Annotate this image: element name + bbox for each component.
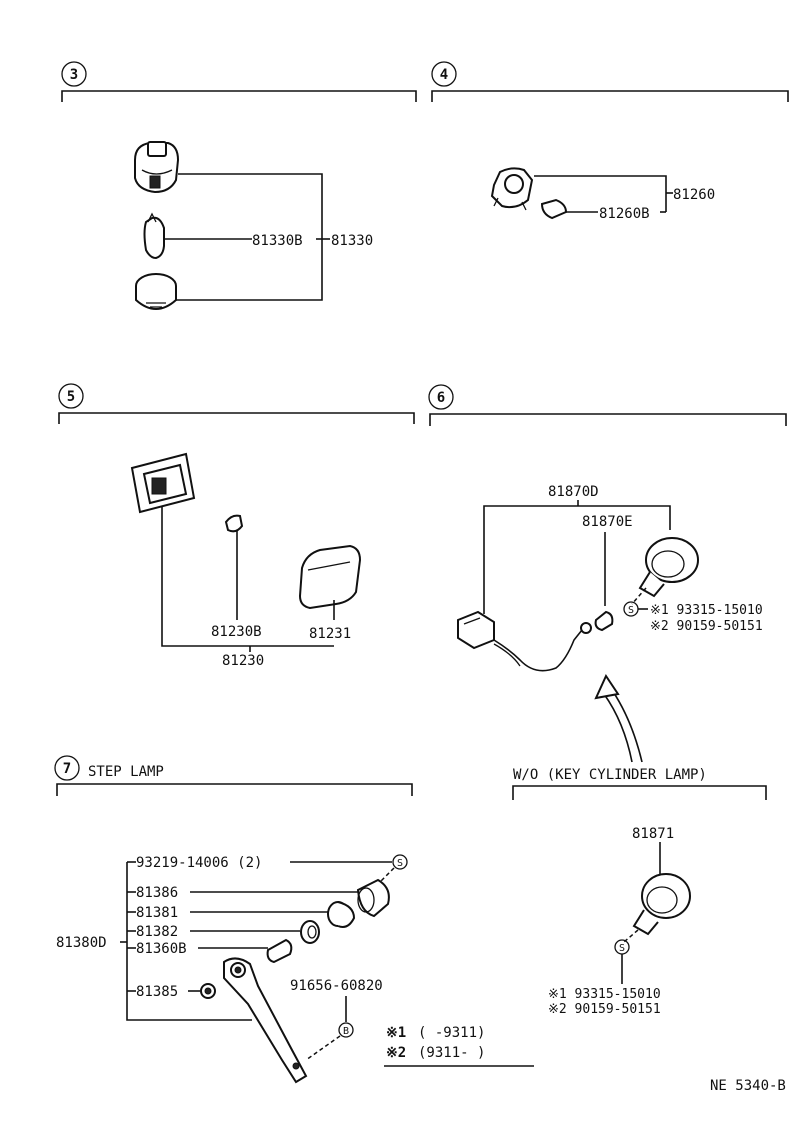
part-label-81260: 81260 [673,187,715,203]
section-7-bracket [56,783,413,796]
lamp-ring-icon [638,537,699,598]
bulb-icon [540,198,568,220]
lamp-socket-icon [490,167,534,211]
arrow-line [611,689,643,763]
screw-note-2: ※2 90159-50151 [650,619,763,634]
screw-mark: S [619,943,625,954]
lamp-lens-icon [356,878,390,918]
section-number-circle [54,755,80,781]
leader-line [483,505,671,614]
part-label-81231: 81231 [309,626,351,642]
section-number-circle [428,384,454,410]
screw-note-1: ※1 93315-15010 [650,603,763,618]
section-7-number: 7 [63,761,71,777]
part-label-81330: 81330 [331,233,373,249]
legend-mark-1: ※1 [386,1025,406,1041]
section-number-circle [431,61,457,87]
section-6: 6 81870D 81870E S ※1 93315-15010 ※2 9015… [428,384,787,763]
legend-mark-2: ※2 [386,1045,406,1061]
lamp-socket-icon [327,901,356,928]
lamp-lens-icon [135,273,177,310]
part-label-81260B: 81260B [599,206,650,222]
screw-note-2: ※2 90159-50151 [548,1002,661,1017]
section-7-title: STEP LAMP [88,764,164,780]
bulb-icon [224,514,244,533]
part-label-91656-60820: 91656-60820 [290,978,383,994]
part-label-81870E: 81870E [582,514,633,530]
bulb-icon [594,610,614,632]
screw-mark: S [628,605,634,616]
section-6-number: 6 [437,390,445,406]
section-number-circle [61,61,87,87]
section-5-number: 5 [67,389,75,405]
wo-caption: W/O (KEY CYLINDER LAMP) [513,767,707,783]
lamp-lens-icon [298,544,362,610]
bolt-mark: B [343,1026,349,1037]
lamp-housing-icon [130,452,196,514]
legend: ※1 ( -9311) ※2 (9311- ) [384,1025,534,1067]
wo-key-cylinder-section: W/O (KEY CYLINDER LAMP) 81871 S ※1 93315… [512,767,767,1017]
part-label-81330B: 81330B [252,233,303,249]
part-label-81381: 81381 [136,905,178,921]
leader-line [176,173,323,301]
section-6-bracket [429,413,787,426]
wo-bracket [512,785,767,800]
part-label-81871: 81871 [632,826,674,842]
leader-line [534,175,667,212]
wire-harness-icon [457,610,592,672]
section-5-bracket [58,412,415,424]
lamp-socket-icon [134,141,180,194]
part-label-81386: 81386 [136,885,178,901]
legend-range-1: ( -9311) [418,1025,485,1041]
screw-mark: S [397,858,403,869]
clip-icon [200,983,216,999]
section-4-bracket [431,90,789,102]
legend-range-2: (9311- ) [418,1045,485,1061]
part-label-81360B: 81360B [136,941,187,957]
section-7: 7 STEP LAMP 81380D 93219-14006 (2) S 813… [54,755,413,1084]
section-3: 3 81330B 81330 [61,61,417,310]
part-label-81382: 81382 [136,924,178,940]
section-number-circle [58,383,84,409]
part-label-81385: 81385 [136,984,178,1000]
section-4: 4 81260B 81260 [431,61,789,222]
leader-line [161,506,334,647]
part-label-93219-14006: 93219-14006 (2) [136,855,262,871]
screw-icon [392,854,408,870]
section-3-bracket [61,90,417,102]
screw-note-1: ※1 93315-15010 [548,987,661,1002]
part-label-81380D: 81380D [56,935,107,951]
section-5: 5 81230B 81231 81230 [58,383,415,669]
step-lamp-bracket-icon [223,957,308,1084]
arrow-head-icon [594,673,620,700]
section-4-number: 4 [440,67,448,83]
leader-line [126,862,252,1021]
part-label-81230B: 81230B [211,624,262,640]
bolt-icon [338,1022,354,1038]
section-3-number: 3 [70,67,78,83]
part-label-81870D: 81870D [548,484,599,500]
bulb-icon [266,938,293,964]
figure-id: NE 5340-B [710,1078,786,1094]
lamp-ring-icon [632,873,691,936]
gasket-icon [300,920,320,944]
part-label-81230: 81230 [222,653,264,669]
bulb-icon [143,212,165,260]
